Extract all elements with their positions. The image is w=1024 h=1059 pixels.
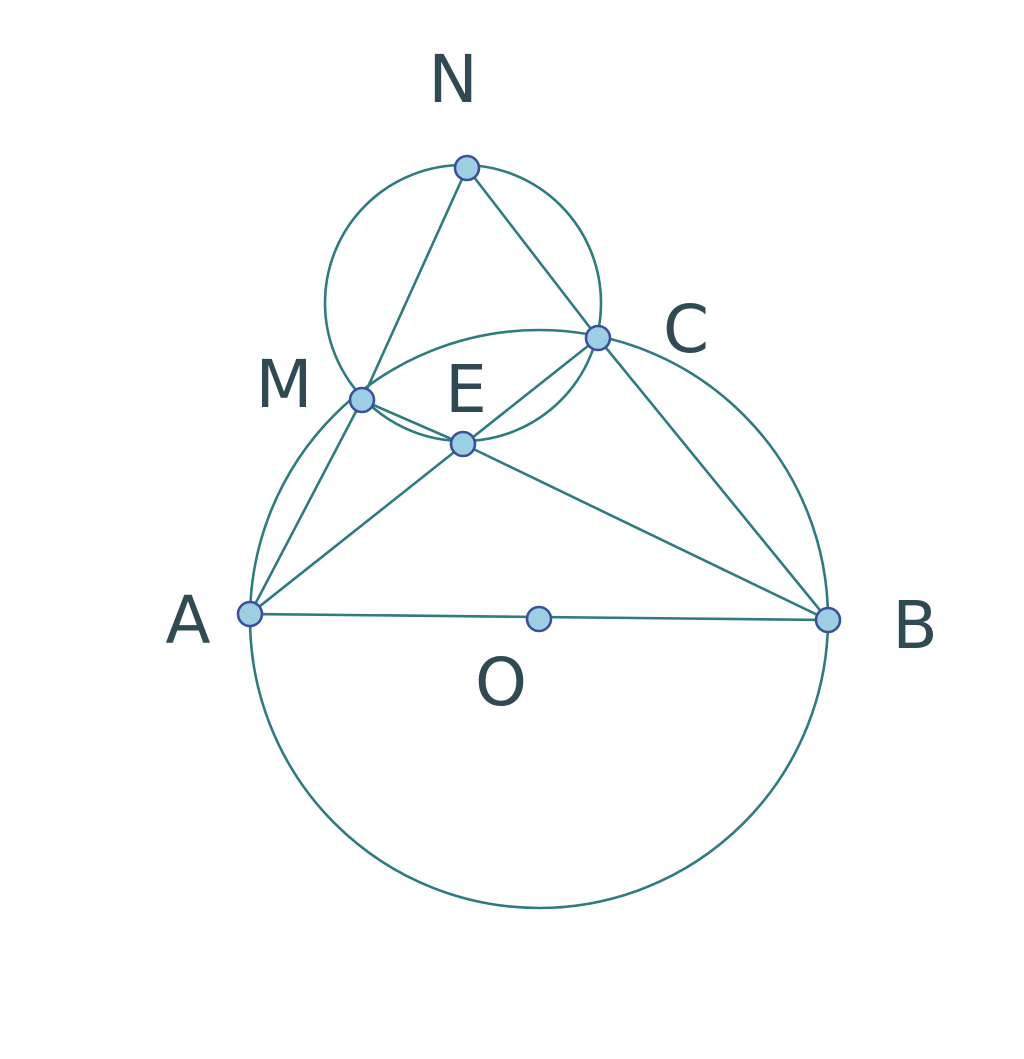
segment-nc	[465, 166, 600, 340]
point-m	[348, 386, 376, 414]
label-n: N	[428, 41, 477, 118]
point-n	[453, 154, 481, 182]
segment-bc	[596, 336, 830, 622]
segment-be	[461, 442, 830, 622]
point-c	[584, 324, 612, 352]
point-o	[525, 605, 553, 633]
label-e: E	[445, 351, 487, 428]
segment-am	[248, 398, 364, 616]
segment-ac	[248, 336, 600, 616]
label-o: O	[475, 644, 527, 721]
label-m: M	[256, 346, 313, 423]
label-b: B	[892, 587, 937, 664]
label-a: A	[165, 582, 210, 659]
segment-me	[360, 398, 465, 446]
point-b	[814, 606, 842, 634]
segment-mn	[360, 166, 469, 402]
point-e	[449, 430, 477, 458]
point-a	[236, 600, 264, 628]
label-c: C	[663, 291, 709, 368]
